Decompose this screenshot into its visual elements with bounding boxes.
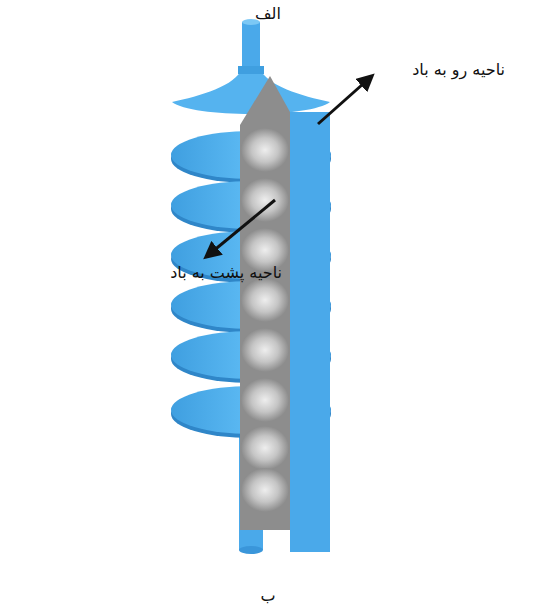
core-highlight bbox=[241, 178, 289, 222]
core-highlight bbox=[241, 468, 289, 512]
region-label: ناحیه پشت به باد bbox=[170, 263, 282, 282]
figure-letter: الف bbox=[255, 4, 281, 23]
core-highlight bbox=[241, 328, 289, 372]
rod-end bbox=[239, 546, 263, 554]
cutaway-section bbox=[240, 76, 290, 530]
region-label: ناحیه رو به باد bbox=[412, 60, 505, 79]
core-highlight bbox=[241, 278, 289, 322]
core-highlights bbox=[241, 128, 289, 512]
leeward-arrow bbox=[206, 200, 275, 257]
figure-letter: ب bbox=[260, 586, 275, 605]
cut-edge bbox=[290, 112, 330, 552]
core-highlight bbox=[241, 378, 289, 422]
windward-arrow bbox=[318, 76, 372, 124]
rod-collar bbox=[238, 66, 264, 74]
core-highlight bbox=[241, 128, 289, 172]
core-highlight bbox=[241, 426, 289, 470]
top-rod bbox=[242, 22, 260, 70]
